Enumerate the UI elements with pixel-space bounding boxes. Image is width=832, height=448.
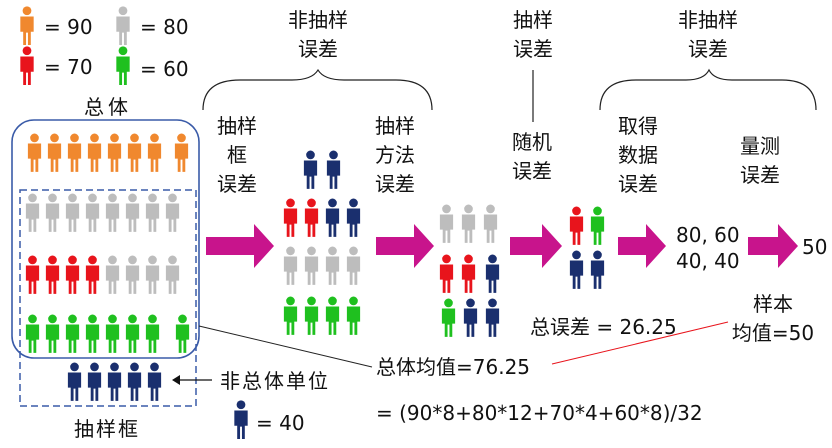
method-error-label: 抽样 方法 误差 — [375, 114, 415, 196]
frame-label: 抽样框 — [74, 417, 140, 441]
population-orange-row — [27, 133, 189, 172]
person-navy-icon — [234, 400, 248, 440]
connector-sample-mean — [551, 321, 729, 365]
person-gray-icon — [116, 6, 130, 46]
total-error: 总误差 = 26.25 — [530, 315, 677, 339]
person-red-icon — [20, 46, 34, 86]
non-population-pointer-head — [172, 375, 180, 385]
population-label: 总体 — [84, 95, 132, 119]
sample-result: 50 — [802, 235, 828, 259]
connector-population-mean — [198, 325, 373, 368]
method-people-group — [439, 204, 500, 337]
brace-label-sampling: 抽样 误差 — [513, 8, 553, 61]
sampling-frame-box — [19, 189, 197, 407]
brace-label-non-sampling-1: 非抽样 误差 — [288, 8, 348, 61]
random-error-label: 随机 误差 — [512, 130, 552, 183]
sample-people-group — [569, 206, 605, 289]
sample-mean: 样本 均值=50 — [731, 292, 815, 345]
brace-label-non-sampling-2: 非抽样 误差 — [678, 8, 738, 61]
population-box — [11, 119, 200, 359]
measured-values: 80, 60 40, 40 — [676, 223, 740, 273]
population-green-row — [25, 314, 190, 353]
population-gray-row-1 — [25, 193, 180, 232]
person-orange-icon — [20, 6, 34, 46]
population-red-gray-row — [25, 255, 180, 294]
brace-non-sampling-2 — [599, 68, 817, 111]
frame-error-label: 抽样 框 误差 — [217, 114, 257, 196]
non-population-units — [67, 362, 162, 401]
population-mean: 总体均值=76.25 — [376, 355, 531, 379]
legend-navy-value: = 40 — [256, 411, 305, 435]
non-population-label: 非总体单位 — [220, 369, 330, 393]
legend-gray-value: = 80 — [140, 15, 189, 39]
population-mean-formula: = (90*8+80*12+70*4+60*8)/32 — [376, 401, 703, 425]
legend-orange-value: = 90 — [44, 15, 93, 39]
brace-non-sampling-1 — [202, 68, 433, 111]
measurement-error-label: 量测 误差 — [740, 134, 780, 187]
data-error-label: 取得 数据 误差 — [618, 114, 658, 196]
frame-people-group — [283, 150, 361, 335]
legend-green-value: = 60 — [140, 57, 189, 81]
legend-red-value: = 70 — [44, 55, 93, 79]
person-green-icon — [116, 46, 130, 86]
arrow-right-icon — [206, 224, 798, 268]
